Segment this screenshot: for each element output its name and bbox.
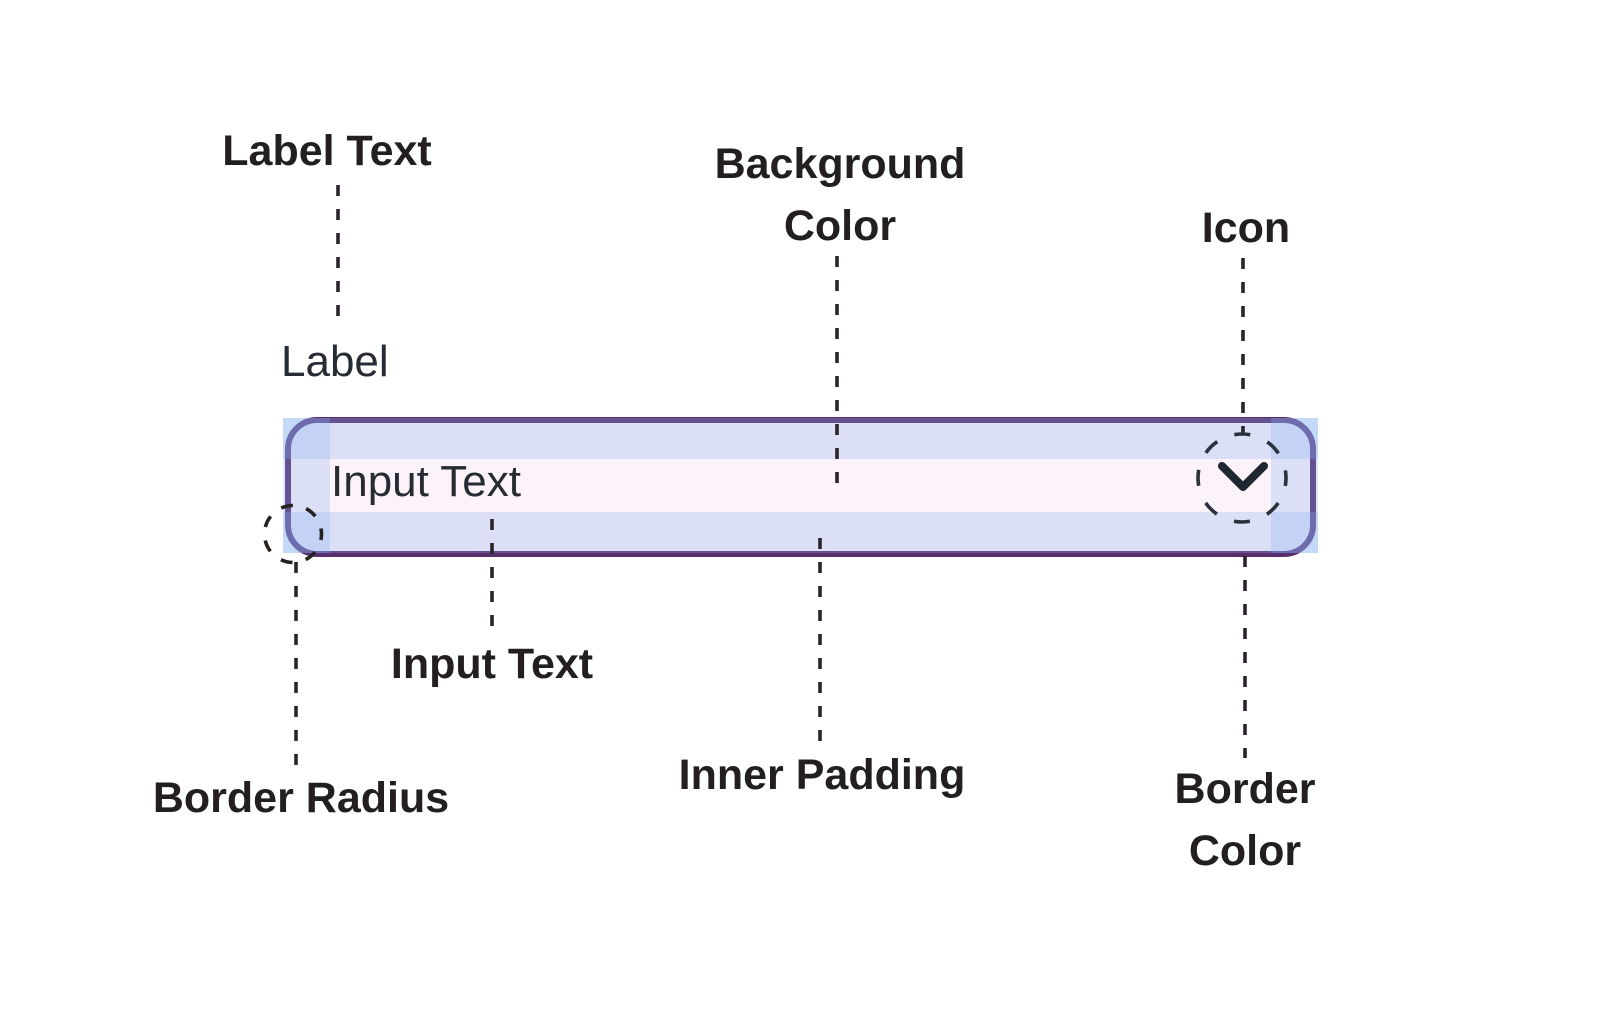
annotation-input-text: Input Text <box>390 640 594 688</box>
annotation-icon: Icon <box>1201 204 1291 252</box>
annotation-inner-padding: Inner Padding <box>678 751 966 799</box>
annotation-background-color: Background Color <box>714 140 966 250</box>
chevron-down-icon[interactable] <box>1216 460 1270 496</box>
annotation-border-radius: Border Radius <box>152 774 450 822</box>
input-field[interactable] <box>285 417 1316 557</box>
annotation-border-color: Border Color <box>1174 765 1316 875</box>
input-label: Label <box>281 337 389 386</box>
annotation-label-text: Label Text <box>222 127 432 175</box>
input-placeholder-text: Input Text <box>331 457 521 506</box>
